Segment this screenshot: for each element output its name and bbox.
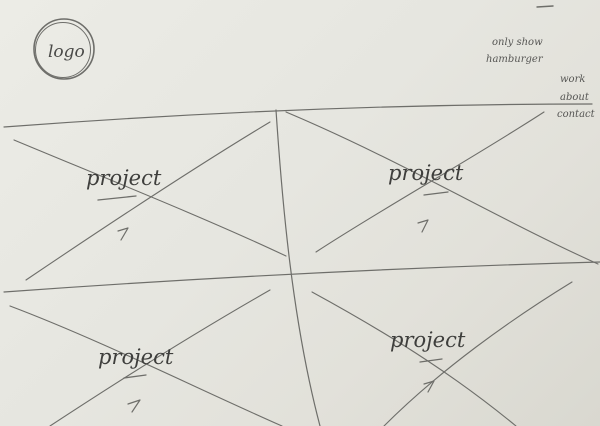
project-tile-2[interactable]: project — [285, 111, 599, 265]
nav-note-work: work — [560, 74, 585, 85]
header-divider — [3, 103, 593, 128]
pencil-dash — [536, 5, 554, 8]
center-vertical-divider — [275, 109, 321, 426]
nav-note-line-2: hamburger — [486, 54, 544, 65]
nav-notes: only show hamburger work about contact — [486, 37, 596, 120]
arrow-icon — [117, 227, 129, 241]
tile-cross-line — [13, 139, 287, 257]
project-tile-1[interactable]: project — [13, 121, 287, 281]
label-underline — [419, 358, 443, 363]
tile-cross-line — [285, 111, 599, 265]
arrow-icon — [127, 399, 141, 413]
logo-circle-inner — [35, 22, 91, 78]
arrow-icon — [417, 219, 429, 233]
middle-horizontal-divider — [3, 261, 600, 293]
tile-cross-line — [311, 291, 517, 426]
tile-cross-line — [49, 289, 271, 426]
logo-label: logo — [48, 42, 85, 62]
label-underline — [423, 191, 449, 196]
tile-cross-line — [9, 305, 283, 426]
logo-circle — [33, 18, 95, 80]
label-underline — [123, 374, 147, 379]
nav-note-line-1: only show — [492, 37, 543, 48]
logo-placeholder: logo — [33, 18, 95, 80]
nav-note-contact: contact — [557, 109, 596, 120]
project-label: project — [98, 345, 174, 369]
project-label: project — [390, 328, 466, 352]
tile-cross-line — [25, 121, 271, 281]
tile-cross-line — [315, 111, 545, 253]
tile-cross-line — [383, 281, 573, 426]
project-tile-3[interactable]: project — [9, 289, 283, 426]
project-tile-4[interactable]: project — [311, 281, 573, 426]
project-label: project — [388, 161, 464, 185]
project-label: project — [86, 166, 162, 190]
arrow-icon — [423, 380, 435, 393]
label-underline — [97, 195, 137, 201]
nav-note-about: about — [560, 92, 590, 103]
